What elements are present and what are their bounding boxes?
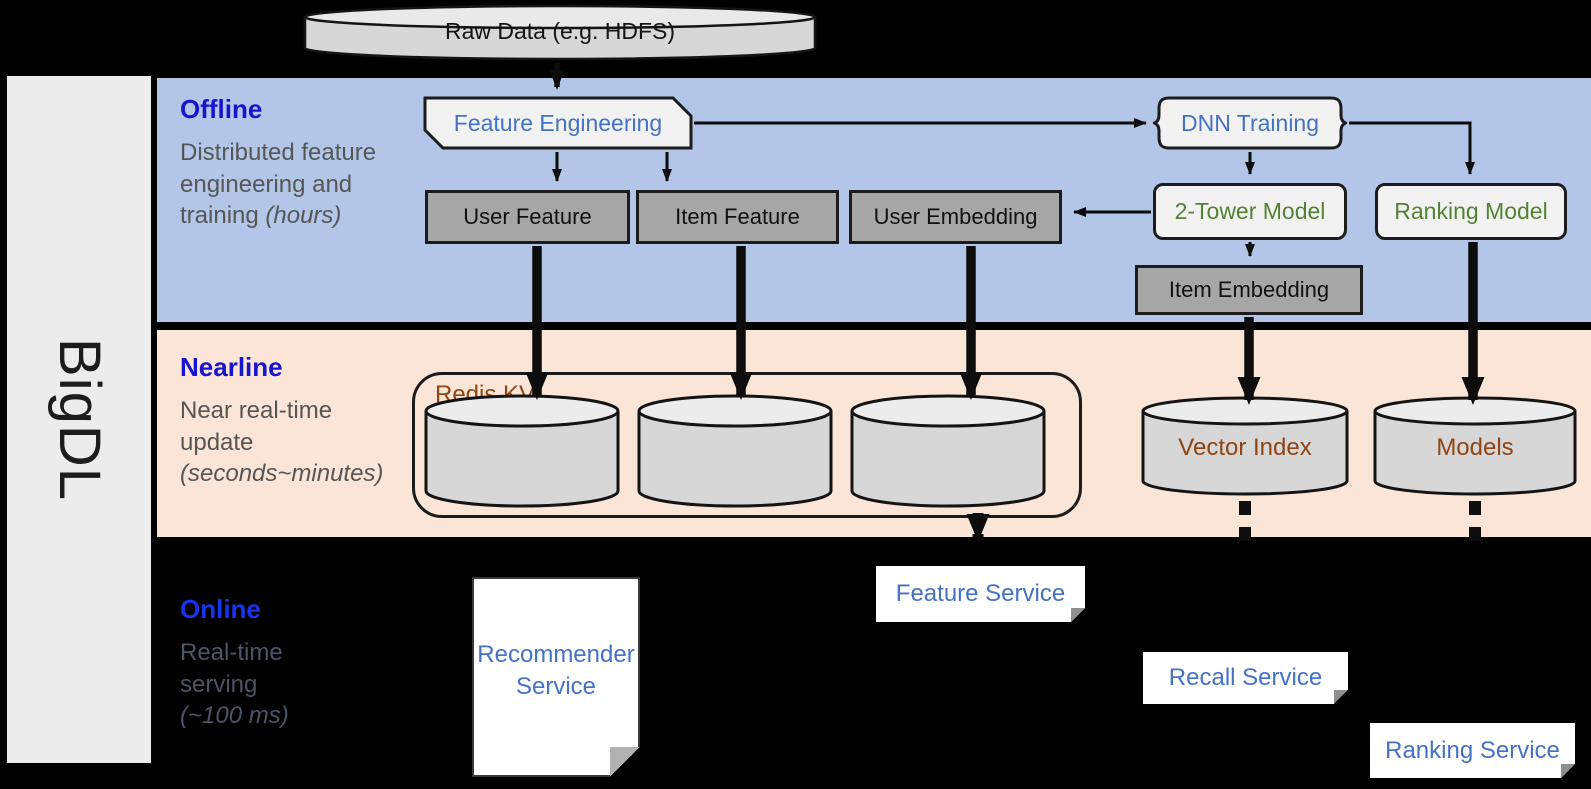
cylinder-shape xyxy=(1373,396,1577,496)
ranking-model-label: Ranking Model xyxy=(1394,198,1548,224)
raw-data-cylinder: Raw Data (e.g. HDFS) xyxy=(303,4,817,62)
nearline-description: Near real-time update(seconds~minutes) xyxy=(180,397,384,488)
folded-corner-icon xyxy=(1071,608,1085,622)
cylinder-shape xyxy=(850,394,1046,508)
feature-engineering-label: Feature Engineering xyxy=(453,109,663,136)
item-embedding-label: Item Embedding xyxy=(1168,277,1330,302)
vector-index-label: Vector Index xyxy=(1178,434,1312,461)
models-label: Models xyxy=(1436,434,1514,461)
redis-cylinder-1 xyxy=(424,394,620,508)
nearline-title: Nearline xyxy=(180,352,283,382)
bigdl-sidebar: BigDL xyxy=(7,76,151,763)
folded-corner-icon xyxy=(1334,690,1348,704)
recall-service-label: Recall Service xyxy=(1168,664,1323,691)
user-feature-label: User Feature xyxy=(463,204,592,229)
cylinder-shape xyxy=(637,394,833,508)
user-feature-node: User Feature xyxy=(425,190,630,244)
raw-data-label: Raw Data (e.g. HDFS) xyxy=(444,18,676,44)
two-tower-model-node: 2-Tower Model xyxy=(1153,183,1347,240)
cylinder-shape xyxy=(1141,396,1349,496)
item-feature-node: Item Feature xyxy=(636,190,839,244)
recall-service-node: Recall Service xyxy=(1143,652,1348,704)
item-feature-label: Item Feature xyxy=(675,204,800,229)
dnn-training-label: DNN Training xyxy=(1180,109,1320,136)
bigdl-logo-text: BigDL xyxy=(46,338,112,501)
models-cylinder: Models xyxy=(1373,396,1577,496)
online-description: Real-time serving(~100 ms) xyxy=(180,639,289,730)
ranking-service-label: Ranking Service xyxy=(1385,736,1560,764)
nearline-lane-label: Nearline Near real-time update(seconds~m… xyxy=(180,352,395,490)
offline-lane-label: Offline Distributed feature engineering … xyxy=(180,94,385,232)
online-lane-label: Online Real-time serving(~100 ms) xyxy=(180,594,350,732)
online-title: Online xyxy=(180,594,261,624)
recommender-service-node: Recommender Service xyxy=(472,577,640,777)
dnn-training-node: DNN Training xyxy=(1153,96,1347,150)
feature-service-label: Feature Service xyxy=(895,580,1066,607)
two-tower-model-label: 2-Tower Model xyxy=(1174,198,1326,224)
ranking-model-node: Ranking Model xyxy=(1375,183,1567,240)
ranking-service-node: Ranking Service xyxy=(1370,723,1575,778)
vector-index-cylinder: Vector Index xyxy=(1141,396,1349,496)
redis-cylinder-2 xyxy=(637,394,833,508)
folded-corner-icon xyxy=(610,747,640,777)
double-brace-shape xyxy=(1153,96,1347,150)
offline-title: Offline xyxy=(180,94,263,124)
user-embedding-node: User Embedding xyxy=(849,190,1062,244)
recommender-service-label: Recommender Service xyxy=(477,641,635,701)
cylinder-shape xyxy=(424,394,620,508)
offline-description: Distributed feature engineering and trai… xyxy=(180,139,377,230)
cylinder-shape xyxy=(303,4,817,61)
redis-cylinder-3 xyxy=(850,394,1046,508)
item-embedding-node: Item Embedding xyxy=(1135,265,1363,315)
card-shape xyxy=(423,96,693,150)
feature-service-node: Feature Service xyxy=(876,566,1085,622)
folded-corner-icon xyxy=(1561,764,1575,778)
feature-engineering-node: Feature Engineering xyxy=(423,96,693,150)
user-embedding-label: User Embedding xyxy=(873,204,1038,229)
